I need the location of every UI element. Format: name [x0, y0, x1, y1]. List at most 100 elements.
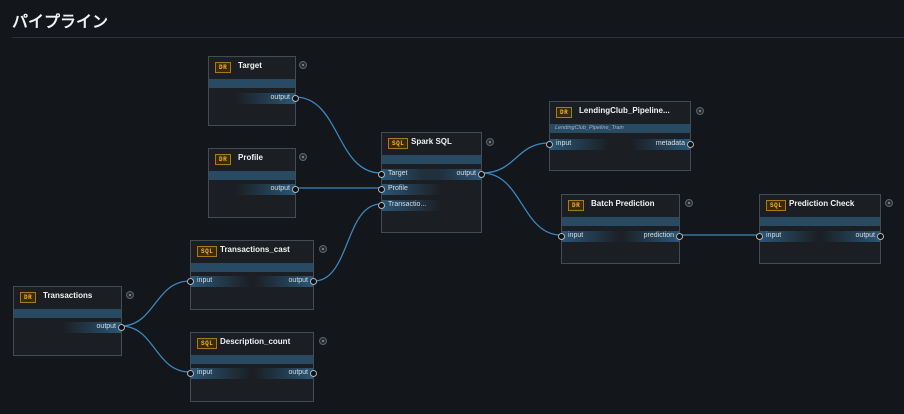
node-header-band	[209, 79, 295, 88]
output-port-row: output	[209, 184, 299, 195]
port-row: input output	[187, 276, 317, 287]
node-transactions[interactable]: DR Transactions output	[13, 286, 125, 356]
output-port-handle[interactable]	[292, 95, 299, 102]
input-port-handle[interactable]	[546, 141, 553, 148]
node-header-band	[562, 217, 679, 226]
output-port-handle[interactable]	[292, 186, 299, 193]
input-port-label: input	[568, 232, 584, 239]
node-transactions-cast[interactable]: SQL Transactions_cast input output	[187, 240, 317, 310]
port-highlight	[253, 276, 313, 287]
output-port-row: output	[14, 322, 125, 333]
output-port-label: output	[288, 277, 308, 284]
output-port-label: output	[270, 185, 290, 192]
port-highlight	[61, 322, 121, 333]
input-port-handle[interactable]	[558, 233, 565, 240]
node-spark-sql[interactable]: SQL Spark SQL Target output Profile Tran…	[378, 132, 485, 233]
port-highlight	[382, 200, 442, 211]
port-highlight	[191, 276, 251, 287]
node-title: Transactions_cast	[220, 245, 290, 254]
wire-transactions-to-cast[interactable]	[120, 280, 191, 327]
input-port-handle[interactable]	[378, 186, 385, 193]
gear-icon[interactable]	[299, 153, 307, 161]
gear-icon[interactable]	[486, 138, 494, 146]
input-port-row: Profile	[378, 184, 481, 195]
gear-icon[interactable]	[319, 337, 327, 345]
input-port-handle[interactable]	[378, 202, 385, 209]
output-port-handle[interactable]	[676, 233, 683, 240]
port-highlight	[619, 231, 679, 242]
port-highlight	[820, 231, 880, 242]
port-highlight	[253, 368, 313, 379]
node-subtitle: LendingClub_Pipeline_Train	[550, 124, 690, 133]
gear-icon[interactable]	[696, 107, 704, 115]
node-header-band	[191, 263, 313, 272]
output-port-handle[interactable]	[118, 324, 125, 331]
port-highlight	[382, 169, 442, 180]
input-port-handle[interactable]	[756, 233, 763, 240]
port-highlight	[382, 184, 442, 195]
node-profile[interactable]: DR Profile output	[208, 148, 299, 218]
output-port-handle[interactable]	[687, 141, 694, 148]
input-port-label: Target	[388, 170, 408, 177]
output-port-label: metadata	[655, 140, 685, 147]
node-title: Prediction Check	[789, 199, 855, 208]
wire-spark-to-lendingclub[interactable]	[481, 142, 550, 174]
port-row: input output	[187, 368, 317, 379]
port-highlight	[235, 184, 295, 195]
node-header-band	[14, 309, 121, 318]
output-port-handle[interactable]	[310, 370, 317, 377]
gear-icon[interactable]	[126, 291, 134, 299]
node-title: LendingClub_Pipeline...	[579, 106, 670, 115]
node-description-count[interactable]: SQL Description_count input output	[187, 332, 317, 402]
title-divider	[12, 37, 904, 38]
port-highlight	[630, 139, 690, 150]
port-highlight	[235, 93, 295, 104]
output-port-row: output	[209, 93, 299, 104]
wire-spark-to-batch[interactable]	[481, 172, 562, 236]
wire-target-to-spark[interactable]	[294, 96, 382, 174]
node-header-band	[209, 171, 295, 180]
node-type-badge: DR	[556, 107, 573, 118]
input-port-label: Profile	[388, 185, 408, 192]
input-port-handle[interactable]	[378, 171, 385, 178]
input-port-label: input	[197, 369, 213, 376]
port-row: input metadata	[546, 139, 694, 150]
gear-icon[interactable]	[685, 199, 693, 207]
port-highlight	[421, 169, 481, 180]
gear-icon[interactable]	[885, 199, 893, 207]
port-highlight	[562, 231, 622, 242]
output-port-handle[interactable]	[877, 233, 884, 240]
wire-transactions-to-description[interactable]	[120, 325, 191, 373]
node-prediction-check[interactable]: SQL Prediction Check input output	[756, 194, 884, 264]
input-port-label: input	[556, 140, 572, 147]
node-batch-prediction[interactable]: DR Batch Prediction input prediction	[558, 194, 683, 264]
input-port-row: Target output	[378, 169, 485, 180]
output-port-handle[interactable]	[478, 171, 485, 178]
gear-icon[interactable]	[299, 61, 307, 69]
node-header-band	[760, 217, 880, 226]
node-title: Batch Prediction	[591, 199, 655, 208]
node-type-badge: SQL	[766, 200, 787, 211]
input-port-row: Transactio...	[378, 200, 481, 211]
node-type-badge: DR	[568, 200, 585, 211]
node-type-badge: DR	[20, 292, 37, 303]
wire-cast-to-spark[interactable]	[313, 203, 382, 282]
node-lendingclub-pipeline[interactable]: DR LendingClub_Pipeline... LendingClub_P…	[546, 101, 694, 171]
output-port-label: output	[288, 369, 308, 376]
node-target[interactable]: DR Target output	[208, 56, 299, 126]
input-port-label: Transactio...	[388, 201, 427, 208]
node-header-band	[382, 155, 481, 164]
node-title: Transactions	[43, 291, 93, 300]
node-type-badge: SQL	[197, 338, 218, 349]
input-port-handle[interactable]	[187, 278, 194, 285]
node-title: Target	[238, 61, 262, 70]
gear-icon[interactable]	[319, 245, 327, 253]
node-title: Profile	[238, 153, 263, 162]
node-type-badge: DR	[215, 154, 232, 165]
input-port-handle[interactable]	[187, 370, 194, 377]
output-port-label: output	[270, 94, 290, 101]
node-header-band	[191, 355, 313, 364]
port-highlight	[550, 139, 610, 150]
output-port-handle[interactable]	[310, 278, 317, 285]
